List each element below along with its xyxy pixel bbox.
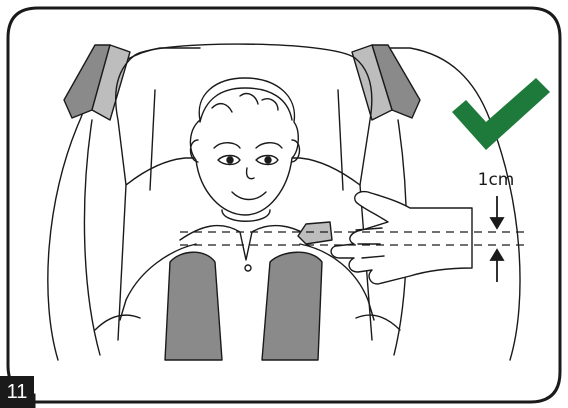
child-head — [190, 78, 298, 215]
measurement-label: 1cm — [470, 170, 522, 190]
checkmark-icon — [452, 78, 550, 150]
left-harness-strap — [165, 252, 222, 360]
right-harness-strap — [262, 252, 322, 360]
measuring-hand — [331, 192, 472, 284]
step-number-badge: 11 — [0, 376, 34, 408]
